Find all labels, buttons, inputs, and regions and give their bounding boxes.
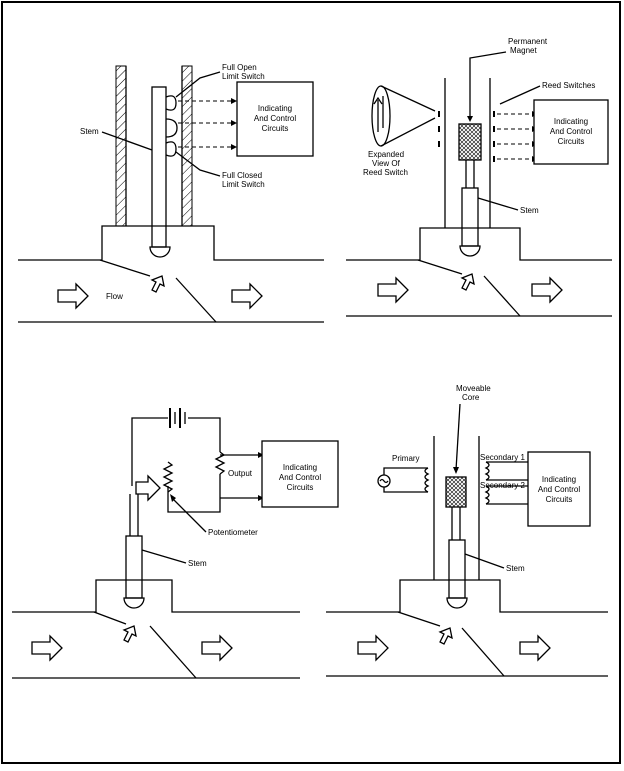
inlet-flow-arrow bbox=[31, 634, 63, 662]
panel-limit-switches: Indicating And Control Circuits Full Ope… bbox=[18, 63, 324, 323]
inlet-flow-arrow bbox=[357, 634, 389, 662]
full-open-label: Full Open bbox=[222, 63, 257, 72]
valve-disk bbox=[446, 597, 468, 609]
box-label-line1: Indicating bbox=[542, 475, 576, 484]
panel-lvdt: Primary Secondary 1 Secondary 2 Indicati… bbox=[326, 384, 608, 677]
full-closed-label: Full Closed bbox=[222, 171, 262, 180]
flow-curve-arrow bbox=[150, 275, 165, 293]
indicating-control-box bbox=[527, 451, 591, 527]
valve-disk bbox=[123, 597, 145, 609]
reed-switch-marks bbox=[438, 111, 495, 162]
valve-disk bbox=[149, 246, 171, 258]
box-label-line1: Indicating bbox=[258, 104, 292, 113]
stem-label: Stem bbox=[520, 206, 539, 215]
outlet-flow-arrow bbox=[231, 282, 263, 310]
outlet-flow-arrow bbox=[519, 634, 551, 662]
stem-label: Stem bbox=[188, 559, 207, 568]
valve-stem bbox=[151, 86, 167, 248]
output-label: Output bbox=[228, 469, 253, 478]
box-label-line2: And Control bbox=[550, 127, 592, 136]
flow-curve-arrow bbox=[438, 627, 453, 645]
secondary-2-label: Secondary 2 bbox=[480, 481, 525, 490]
box-label-line2: And Control bbox=[538, 485, 580, 494]
moveable-core bbox=[445, 476, 467, 508]
left-wall-hatch bbox=[115, 65, 127, 227]
full-open-label-2: Limit Switch bbox=[222, 72, 265, 81]
box-label-line1: Indicating bbox=[554, 117, 588, 126]
permanent-magnet bbox=[458, 123, 482, 161]
valve-stem bbox=[461, 187, 479, 247]
magnet-label-2: Magnet bbox=[510, 46, 537, 55]
expanded-view-label-2: View Of bbox=[372, 159, 401, 168]
flow-curve-arrow bbox=[460, 273, 475, 291]
box-label-line3: Circuits bbox=[262, 124, 289, 133]
stem-label: Stem bbox=[506, 564, 525, 573]
potentiometer-resistor bbox=[162, 461, 174, 493]
flow-curve-arrow bbox=[122, 625, 137, 643]
right-wall-hatch bbox=[181, 65, 193, 227]
box-label-line2: And Control bbox=[254, 114, 296, 123]
inlet-flow-arrow bbox=[377, 276, 409, 304]
box-label-line3: Circuits bbox=[558, 137, 585, 146]
core-label: Moveable bbox=[456, 384, 491, 393]
expanded-view-label: Expanded bbox=[368, 150, 404, 159]
box-label-line1: Indicating bbox=[283, 463, 317, 472]
flow-label: Flow bbox=[106, 292, 123, 301]
closed-limit-switch bbox=[165, 141, 177, 157]
panel-reed-switches: Indicating And Control Circuits Expanded… bbox=[346, 37, 612, 317]
outlet-flow-arrow bbox=[201, 634, 233, 662]
outlet-flow-arrow bbox=[531, 276, 563, 304]
reed-switches-label: Reed Switches bbox=[542, 81, 595, 90]
expanded-view-label-3: Reed Switch bbox=[363, 168, 408, 177]
panel-potentiometer: Output Indicating And Control Circuits P… bbox=[12, 408, 339, 679]
secondary-coil-1 bbox=[484, 461, 490, 481]
expanded-view-ellipse bbox=[371, 85, 391, 147]
valve-stem bbox=[125, 535, 143, 599]
core-label-2: Core bbox=[462, 393, 480, 402]
valve-disk bbox=[459, 245, 481, 257]
indicating-control-box bbox=[261, 440, 339, 508]
full-closed-label-2: Limit Switch bbox=[222, 180, 265, 189]
box-label-line3: Circuits bbox=[546, 495, 573, 504]
inlet-flow-arrow bbox=[57, 282, 89, 310]
secondary-coil-2 bbox=[484, 485, 490, 505]
indicating-control-box bbox=[533, 99, 609, 165]
secondary-1-label: Secondary 1 bbox=[480, 453, 525, 462]
box-label-line2: And Control bbox=[279, 473, 321, 482]
stem-label: Stem bbox=[80, 127, 99, 136]
open-limit-switch bbox=[165, 95, 177, 111]
primary-coil bbox=[424, 467, 430, 493]
wiper-arrow bbox=[135, 474, 161, 502]
battery-symbol bbox=[169, 408, 186, 428]
potentiometer-label: Potentiometer bbox=[208, 528, 258, 537]
magnet-label: Permanent bbox=[508, 37, 548, 46]
indicating-control-box bbox=[236, 81, 314, 157]
valve-stem bbox=[448, 539, 466, 599]
cam-bump bbox=[165, 118, 178, 138]
primary-label: Primary bbox=[392, 454, 420, 463]
box-label-line3: Circuits bbox=[287, 483, 314, 492]
